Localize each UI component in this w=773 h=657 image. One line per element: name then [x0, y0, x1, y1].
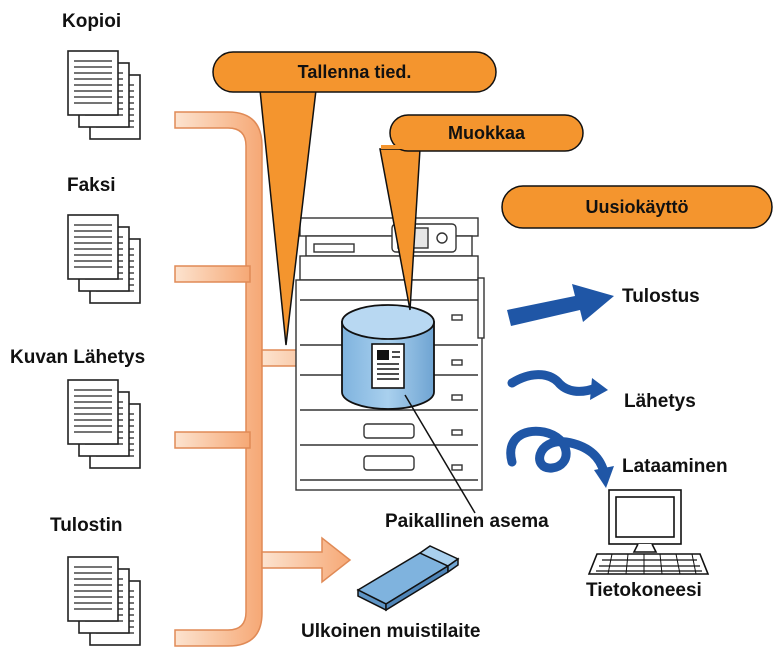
input-bracket-arrow: [174, 111, 263, 647]
computer-icon: [587, 489, 710, 575]
computer-label: Tietokoneesi: [586, 580, 702, 601]
send-label: Lähetys: [624, 391, 696, 412]
print-label: Tulostus: [622, 286, 700, 307]
local-drive-leader-line: [404, 394, 476, 514]
edit-bubble-label: Muokkaa: [447, 123, 526, 143]
local-drive-icon: [341, 304, 435, 410]
printer-document-stack-icon: [67, 556, 141, 646]
reuse-bubble-label: Uusiokäyttö: [585, 197, 689, 217]
download-arrow: [506, 426, 614, 488]
image-send-document-stack-icon: [67, 379, 141, 469]
fax-document-stack-icon: [67, 214, 141, 304]
image-send-label: Kuvan Lähetys: [10, 347, 146, 368]
copy-label: Kopioi: [62, 11, 122, 32]
copy-document-stack-icon: [67, 50, 141, 140]
fax-label: Faksi: [67, 175, 116, 196]
printer-label: Tulostin: [50, 515, 123, 536]
reuse-bubble: [501, 185, 773, 229]
download-label: Lataaminen: [622, 456, 728, 477]
external-memory-label: Ulkoinen muistilaite: [301, 621, 481, 642]
store-bubble: [212, 51, 497, 346]
send-arrow: [507, 370, 608, 400]
to-usb-arrow: [261, 536, 352, 584]
usb-memory-icon: [356, 545, 460, 612]
local-drive-label: Paikallinen asema: [385, 511, 549, 532]
edit-bubble: [379, 114, 584, 311]
print-arrow: [507, 284, 614, 326]
store-bubble-label: Tallenna tied.: [297, 62, 412, 82]
